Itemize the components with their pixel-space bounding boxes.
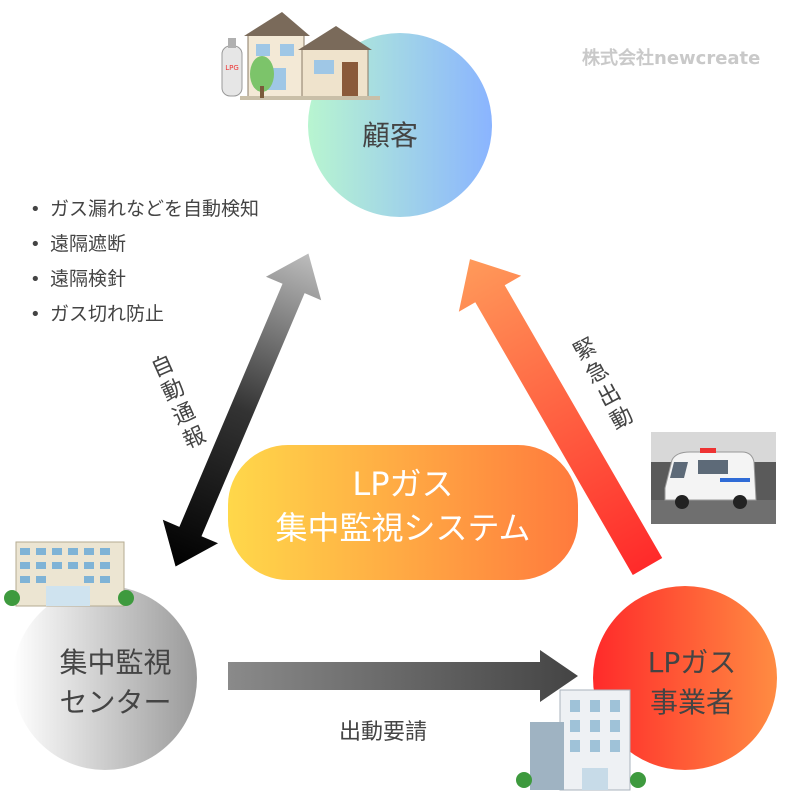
feature-list: ガス漏れなどを自動検知 遠隔遮断 遠隔検針 ガス切れ防止 (28, 192, 259, 332)
lpg-tank-icon: LPG (221, 38, 243, 97)
dispatch-request-arrow (228, 650, 578, 702)
center-label-line2: センター (59, 686, 172, 719)
operator-label-line1: LPガス (647, 646, 737, 679)
emergency-arrow (458, 259, 663, 576)
center-node (13, 586, 197, 770)
feature-item: 遠隔検針 (28, 262, 259, 297)
emergency-van-photo (651, 432, 776, 524)
company-watermark: 株式会社newcreate (582, 48, 761, 69)
feature-item: 遠隔遮断 (28, 227, 259, 262)
system-title-line2: 集中監視システム (275, 509, 531, 547)
office-building-icon (516, 689, 646, 791)
auto-report-arrow (162, 253, 322, 567)
system-title-line1: LPガス (352, 465, 454, 503)
system-pill (228, 445, 578, 580)
system-title: LPガス 集中監視システム (228, 462, 578, 550)
center-label: 集中監視 センター (28, 643, 203, 723)
customer-label: 顧客 (320, 116, 460, 156)
tree-icon (250, 56, 274, 98)
operator-node (593, 586, 777, 770)
center-label-line1: 集中監視 (59, 646, 172, 679)
customer-label-text: 顧客 (361, 119, 418, 152)
center-building-icon (4, 541, 134, 607)
dispatch-request-label: 出動要請 (339, 720, 428, 745)
lpg-tank-label: LPG (225, 64, 239, 72)
operator-label: LPガス 事業者 (607, 643, 777, 723)
feature-item: ガス漏れなどを自動検知 (28, 192, 259, 227)
operator-label-line2: 事業者 (649, 686, 734, 719)
feature-item: ガス切れ防止 (28, 297, 259, 332)
